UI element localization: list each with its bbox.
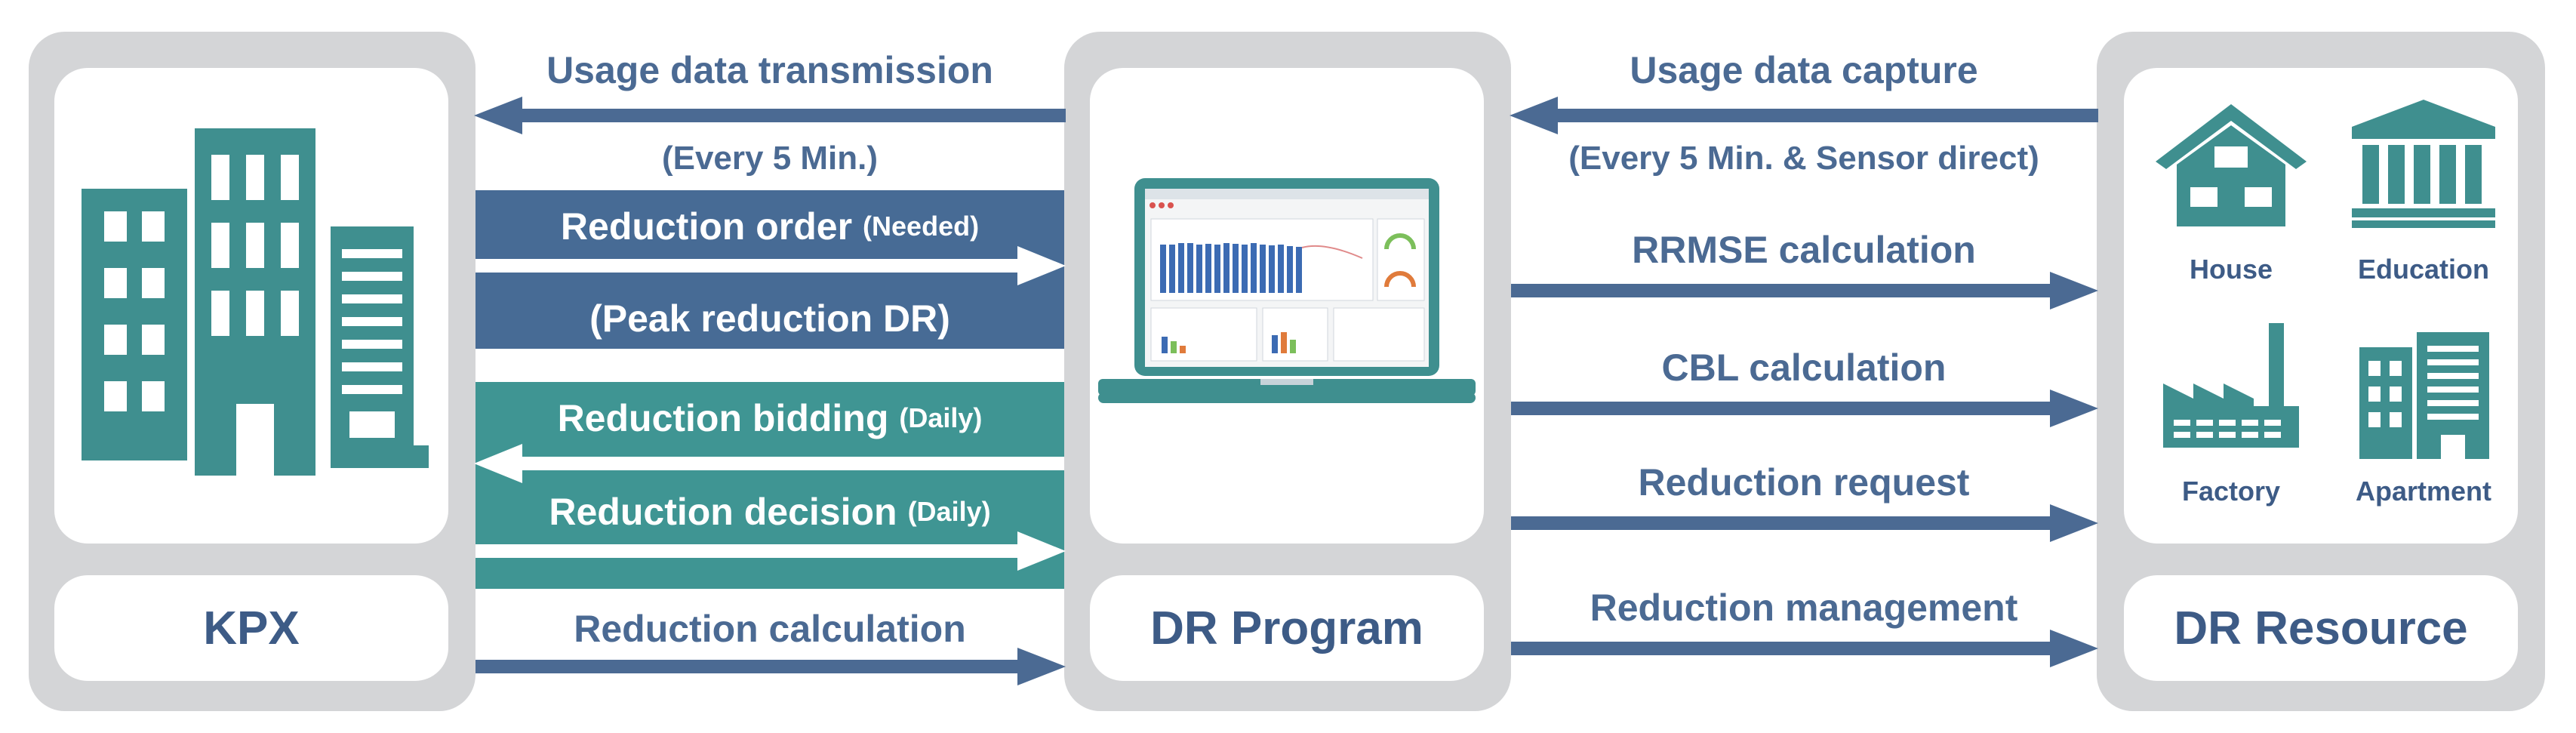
dr-program-label: DR Program (1090, 575, 1484, 681)
reduction-order-text: Reduction order (560, 205, 853, 248)
education-label: Education (2357, 254, 2489, 285)
reduction-request-label: Reduction request (1638, 461, 1970, 504)
house-label: House (2189, 254, 2273, 285)
kpx-label: KPX (54, 575, 448, 681)
house-icon (2156, 104, 2307, 226)
usage-transmission-arrow (474, 97, 1066, 134)
peak-reduction-label: (Peak reduction DR) (589, 297, 950, 340)
reduction-order-arrow (475, 246, 1066, 285)
reduction-order-label: Reduction order (Needed) (475, 198, 1064, 255)
laptop-icon (1098, 178, 1476, 403)
apartment-icon (2359, 332, 2489, 459)
apartment-label: Apartment (2355, 476, 2492, 507)
usage-transmission-freq: (Every 5 Min.) (661, 140, 879, 177)
usage-transmission-label: Usage data transmission (546, 49, 993, 91)
dr-resource-label: DR Resource (2124, 575, 2518, 681)
reduction-decision-note: (Daily) (907, 496, 991, 527)
rrmse-arrow (1511, 272, 2098, 310)
cbl-arrow (1511, 390, 2098, 427)
reduction-order-note: (Needed) (863, 211, 980, 242)
buildings-icon (82, 128, 429, 476)
factory-icon (2163, 323, 2299, 448)
usage-capture-freq: (Every 5 Min. & Sensor direct) (1568, 140, 2039, 177)
reduction-decision-arrow (475, 531, 1066, 571)
reduction-calculation-arrow (475, 648, 1066, 685)
factory-label: Factory (2181, 476, 2281, 507)
reduction-management-label: Reduction management (1590, 587, 2018, 629)
education-icon (2352, 100, 2495, 228)
reduction-bidding-label: Reduction bidding (Daily) (475, 390, 1064, 447)
reduction-calculation-label: Reduction calculation (574, 608, 966, 650)
reduction-bidding-arrow (474, 444, 1064, 483)
rrmse-label: RRMSE calculation (1632, 229, 1976, 271)
usage-capture-label: Usage data capture (1630, 49, 1978, 91)
reduction-management-arrow (1511, 630, 2098, 667)
usage-capture-arrow (1510, 97, 2098, 134)
reduction-bidding-text: Reduction bidding (557, 397, 889, 439)
cbl-label: CBL calculation (1661, 346, 1947, 389)
reduction-decision-text: Reduction decision (549, 491, 897, 533)
reduction-bidding-note: (Daily) (899, 402, 983, 433)
reduction-decision-label: Reduction decision (Daily) (475, 483, 1064, 541)
reduction-request-arrow (1511, 504, 2098, 542)
